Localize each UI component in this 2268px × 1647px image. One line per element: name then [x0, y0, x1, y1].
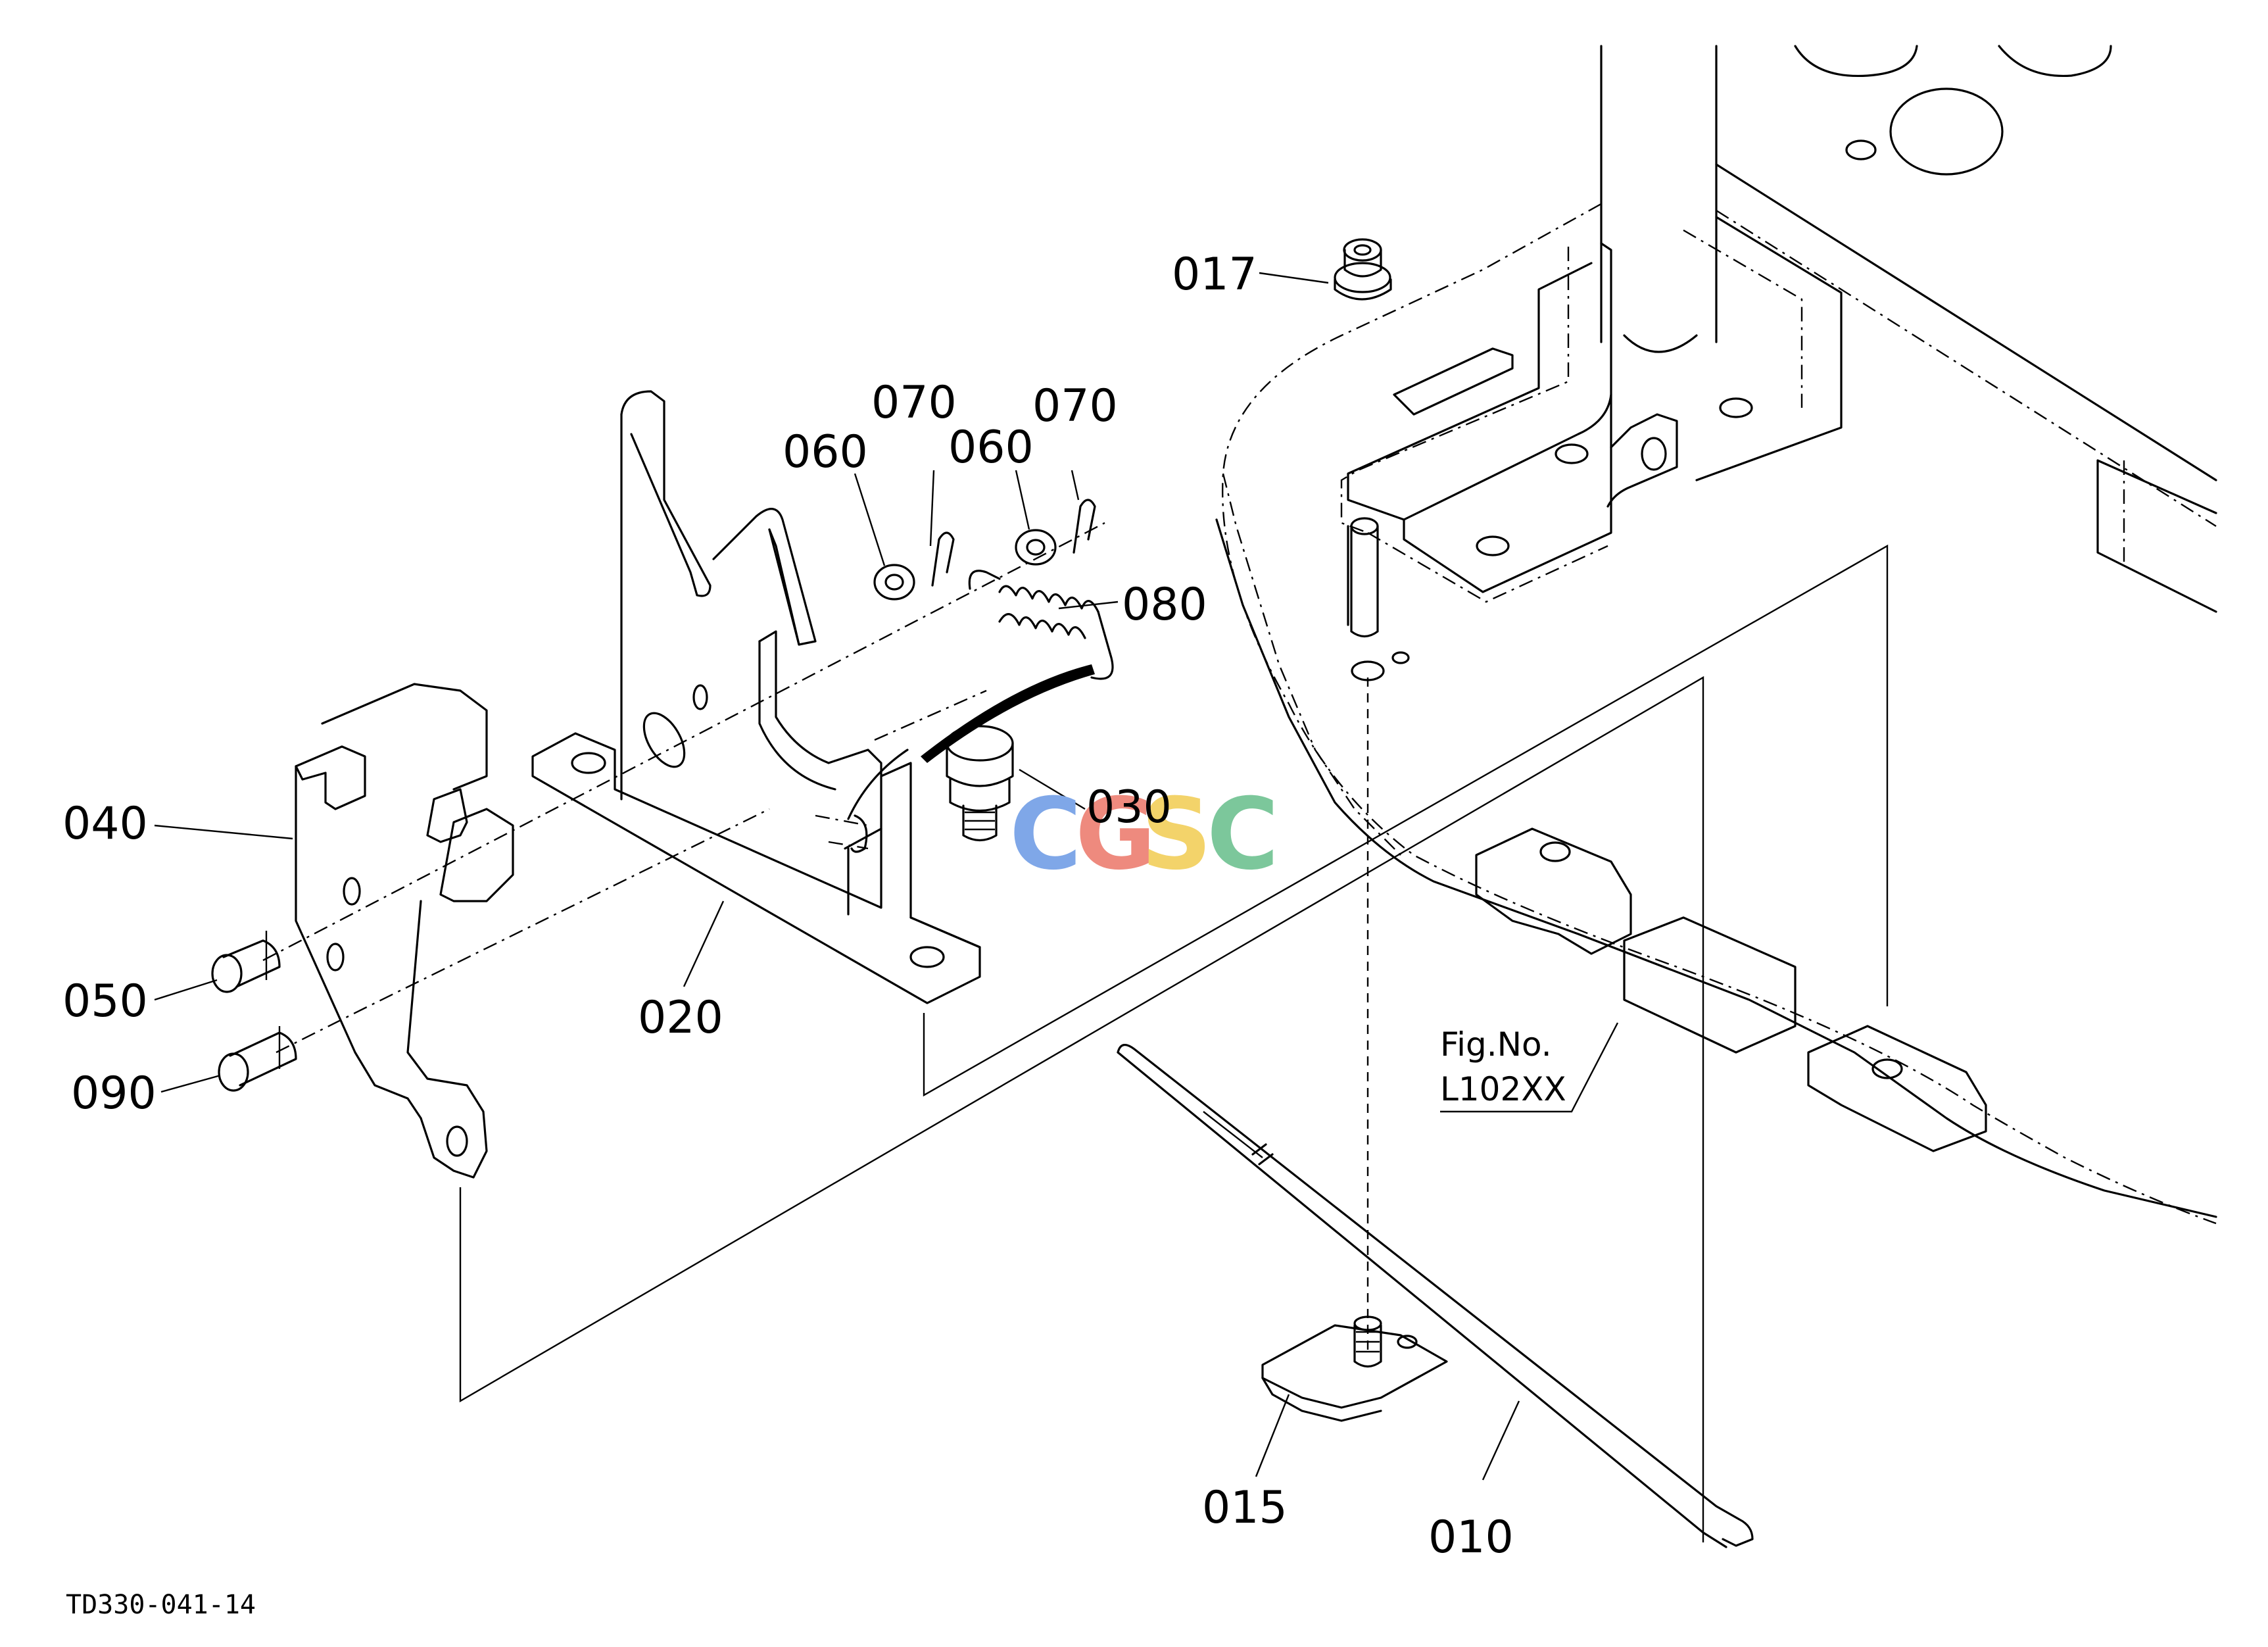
leader-lines: [154, 272, 1619, 1481]
callout-050: 050: [62, 975, 148, 1027]
part-010-rod: [1117, 1044, 1754, 1548]
watermark-letter-c1: C: [1009, 777, 1082, 892]
part-080-spring: [921, 570, 1114, 763]
watermark-letter-s: S: [1141, 777, 1212, 892]
watermark-letter-c2: C: [1207, 777, 1279, 892]
figure-ref-number: L102XX: [1440, 1070, 1566, 1108]
callout-070-b: 070: [1032, 380, 1118, 432]
part-030-bolt: [946, 725, 1014, 842]
part-040-lever-plate: [295, 683, 514, 1179]
floor-frame-assembly: [1215, 45, 2217, 1225]
callout-015: 015: [1202, 1482, 1288, 1534]
callout-017: 017: [1172, 249, 1257, 301]
part-020-bracket: [531, 390, 981, 1004]
part-090-pin: [218, 1026, 297, 1092]
callout-040: 040: [62, 798, 148, 850]
figure-ref-label: Fig.No.: [1440, 1025, 1552, 1064]
callout-010: 010: [1428, 1512, 1514, 1563]
callout-060-b: 060: [948, 422, 1034, 474]
part-050-pin: [211, 931, 281, 993]
drawing-code: TD330-041-14: [66, 1590, 256, 1620]
part-017-nut: [1334, 238, 1392, 301]
axis-lines: [262, 522, 1105, 1054]
cgsc-watermark: C G S C: [1009, 777, 1279, 892]
callout-090: 090: [71, 1068, 157, 1119]
part-015-clip: [1261, 1315, 1448, 1422]
callout-030: 030: [1086, 781, 1172, 833]
part-070-cotter-b: [1073, 499, 1096, 554]
assembly-phantom-lines: [459, 544, 1889, 1542]
part-070-cotter-a: [931, 531, 955, 587]
callout-020: 020: [638, 992, 723, 1044]
callout-labels: 017 070 070 060 060 080 030 040 020 050 …: [62, 249, 1514, 1563]
part-060-washer-a: [873, 564, 915, 601]
part-060-washer-b: [1015, 529, 1057, 566]
callout-080: 080: [1122, 579, 1207, 631]
callout-070-a: 070: [871, 377, 957, 429]
figure-reference: Fig.No. L102XX: [1440, 1025, 1566, 1108]
watermark-letter-g: G: [1075, 777, 1156, 892]
callout-060-a: 060: [783, 426, 868, 478]
